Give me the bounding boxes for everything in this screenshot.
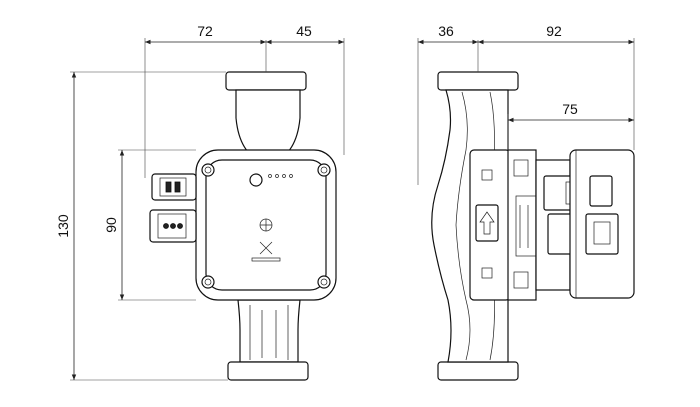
dim-side-depth: 75 [562, 101, 578, 117]
brand-logo-icon [259, 241, 273, 255]
front-bottom-flange [227, 361, 309, 381]
direction-arrow-box [475, 204, 499, 242]
side-bottom-flange [437, 361, 519, 381]
dim-front-right-width: 45 [296, 23, 312, 39]
corner-screws [201, 163, 331, 289]
front-dimensions: 72 45 130 90 [55, 23, 345, 381]
front-view [149, 40, 337, 381]
front-neck-ribs [249, 305, 289, 360]
front-pump-neck-upper [235, 89, 301, 153]
side-top-flange [437, 71, 519, 91]
signal-connector-lower [149, 209, 197, 243]
dim-overall-height: 130 [55, 214, 71, 238]
side-dimensions: 36 92 75 [417, 23, 635, 185]
side-view [431, 40, 635, 381]
power-connector-upper [151, 173, 197, 201]
brand-logo-text [251, 257, 281, 262]
mode-button-icon [249, 173, 263, 187]
dim-control-box-height: 90 [103, 217, 119, 233]
front-top-flange [225, 71, 307, 91]
front-pump-neck-lower [237, 299, 301, 363]
dim-side-right-width: 92 [546, 23, 562, 39]
dim-side-left-width: 36 [438, 23, 454, 39]
flow-arrow-icon [479, 211, 495, 235]
dim-front-left-width: 72 [197, 23, 213, 39]
side-stator [507, 149, 537, 301]
led-indicators [268, 174, 293, 178]
